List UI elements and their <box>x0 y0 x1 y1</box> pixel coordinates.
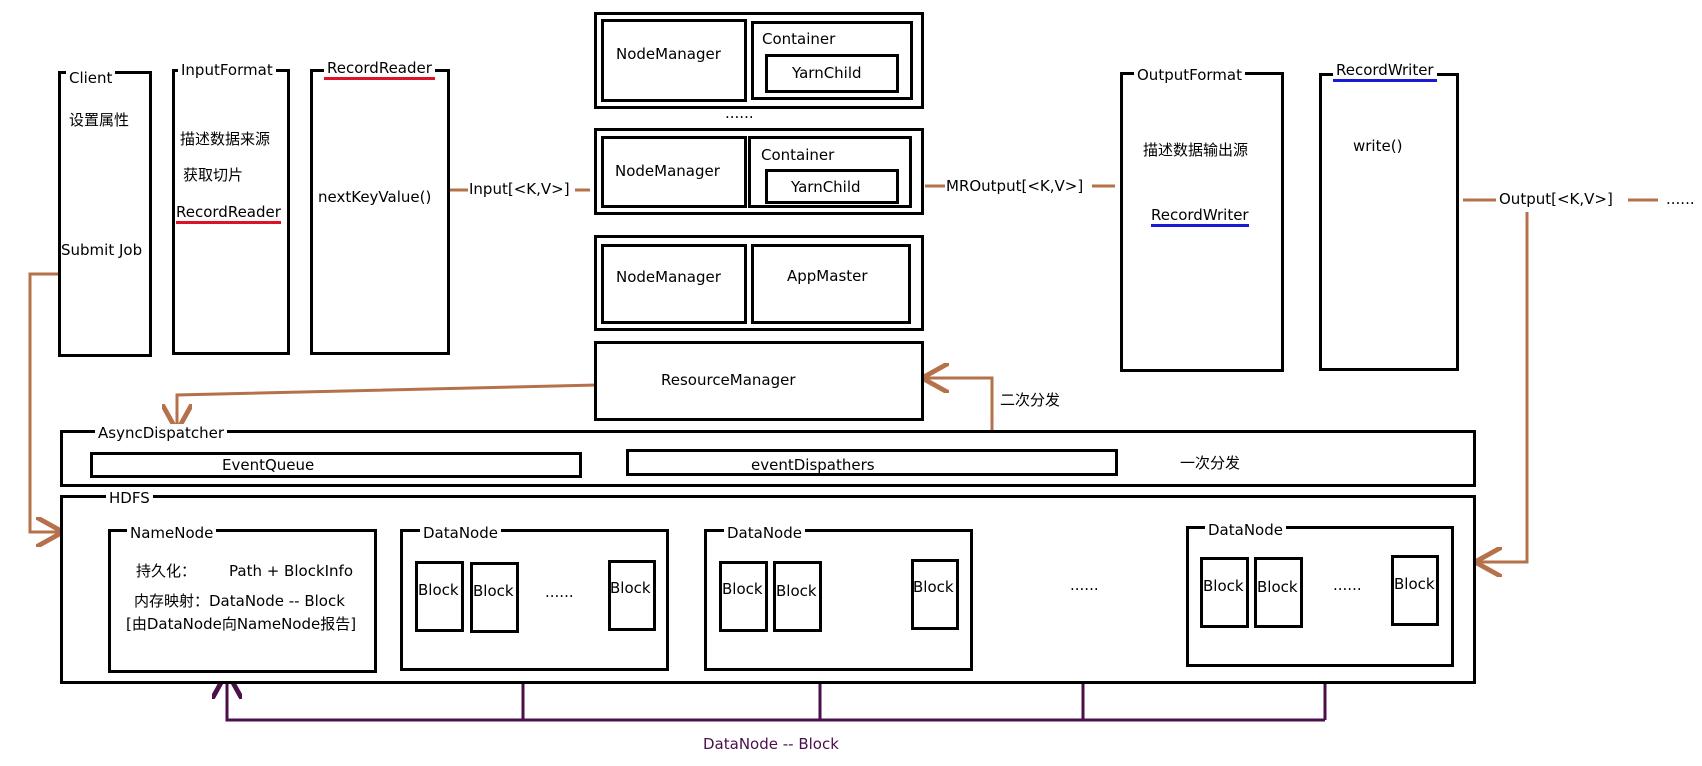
block-2-1-label: Block <box>722 580 763 598</box>
namenode-persist-label: 持久化： <box>136 562 197 580</box>
event-dispatchers-box <box>626 449 1118 476</box>
nodemanager-3 <box>601 244 747 324</box>
event-queue-box <box>90 452 582 478</box>
output-format-title: OutputFormat <box>1134 66 1245 84</box>
datanode-3-title: DataNode <box>1205 521 1286 539</box>
client-hdfs-arrow <box>28 272 60 532</box>
block-3-3 <box>1391 555 1439 626</box>
hdfs-ellipsis: ...... <box>1070 576 1099 594</box>
output-format-desc: 描述数据输出源 <box>1143 141 1249 159</box>
input-format-box <box>172 69 290 355</box>
namenode-memory: 内存映射：DataNode -- Block <box>134 592 345 610</box>
input-format-desc1: 描述数据来源 <box>180 130 271 148</box>
client-box <box>58 71 152 357</box>
second-dispatch-label: 二次分发 <box>1000 391 1061 409</box>
block-2-3 <box>911 559 959 630</box>
mroutput-label: MROutput[<K,V>] <box>946 177 1084 195</box>
block-2-3-label: Block <box>913 578 954 596</box>
input-format-reader: RecordReader <box>176 203 281 224</box>
rm-async-arrow <box>177 383 598 428</box>
resource-manager-label: ResourceManager <box>661 371 796 389</box>
yarnchild-1-label: YarnChild <box>792 64 862 82</box>
output-hdfs-arrow <box>1478 212 1529 562</box>
yarnchild-1 <box>765 54 899 93</box>
block-2-2 <box>773 561 822 632</box>
record-writer-method: write() <box>1353 137 1403 155</box>
client-set-attr: 设置属性 <box>69 111 130 129</box>
async-dispatcher-title: AsyncDispatcher <box>95 424 227 442</box>
nodemanager-2 <box>601 136 747 208</box>
block-3-1 <box>1200 557 1249 628</box>
block-1-1-label: Block <box>418 581 459 599</box>
block-3-1-label: Block <box>1203 577 1244 595</box>
record-reader-box <box>310 69 450 355</box>
container-1-label: Container <box>762 30 836 48</box>
input-format-title: InputFormat <box>178 61 276 79</box>
block-3-2 <box>1254 557 1303 628</box>
output-format-writer: RecordWriter <box>1151 206 1249 227</box>
event-queue-label: EventQueue <box>222 456 315 474</box>
output-label: Output[<K,V>] <box>1499 190 1613 208</box>
namenode-title: NameNode <box>127 524 217 542</box>
block-1-1 <box>415 561 464 632</box>
event-dispatchers-label: eventDispathers <box>751 456 875 474</box>
record-writer-box <box>1319 73 1459 371</box>
output-ellipsis: ...... <box>1666 190 1695 208</box>
record-reader-method: nextKeyValue() <box>318 188 432 206</box>
nodemanager-2-label: NodeManager <box>615 162 720 180</box>
yarnchild-2 <box>765 169 899 204</box>
client-title: Client <box>66 69 116 87</box>
resource-manager-box <box>594 341 924 421</box>
yarnchild-2-label: YarnChild <box>791 178 861 196</box>
namenode-persist-value: Path + BlockInfo <box>229 562 354 580</box>
output-format-box <box>1120 72 1284 372</box>
datanode-block-label: DataNode -- Block <box>703 735 839 753</box>
block-1-3-label: Block <box>610 579 651 597</box>
block-1-3 <box>608 560 656 631</box>
block-2-2-label: Block <box>776 582 817 600</box>
block-3-3-label: Block <box>1394 575 1435 593</box>
first-dispatch-label: 一次分发 <box>1180 454 1241 472</box>
container-2-label: Container <box>761 146 835 164</box>
hdfs-title: HDFS <box>106 489 153 507</box>
datanode-2-title: DataNode <box>724 524 805 542</box>
namenode-box <box>108 529 377 673</box>
second-dispatch-arrow <box>925 378 994 452</box>
block-1-2-label: Block <box>473 582 514 600</box>
namenode-report: [由DataNode向NameNode报告] <box>126 615 357 633</box>
cluster-ellipsis: ...... <box>725 104 754 122</box>
datanode-1-ellipsis: ...... <box>545 583 574 601</box>
block-1-2 <box>470 562 519 633</box>
appmaster <box>751 244 911 324</box>
nodemanager-1 <box>601 19 747 102</box>
block-3-2-label: Block <box>1257 578 1298 596</box>
datanode-1-title: DataNode <box>420 524 501 542</box>
appmaster-label: AppMaster <box>787 267 868 285</box>
client-submit: Submit Job <box>61 241 143 259</box>
datanode-3-ellipsis: ...... <box>1333 576 1362 594</box>
record-reader-title: RecordReader <box>324 59 435 80</box>
input-label: Input[<K,V>] <box>469 180 570 198</box>
nodemanager-3-label: NodeManager <box>616 268 721 286</box>
nodemanager-1-label: NodeManager <box>616 45 721 63</box>
input-format-desc2: 获取切片 <box>183 166 244 184</box>
block-2-1 <box>719 561 768 632</box>
record-writer-title: RecordWriter <box>1333 61 1437 82</box>
report-line <box>227 675 1325 722</box>
